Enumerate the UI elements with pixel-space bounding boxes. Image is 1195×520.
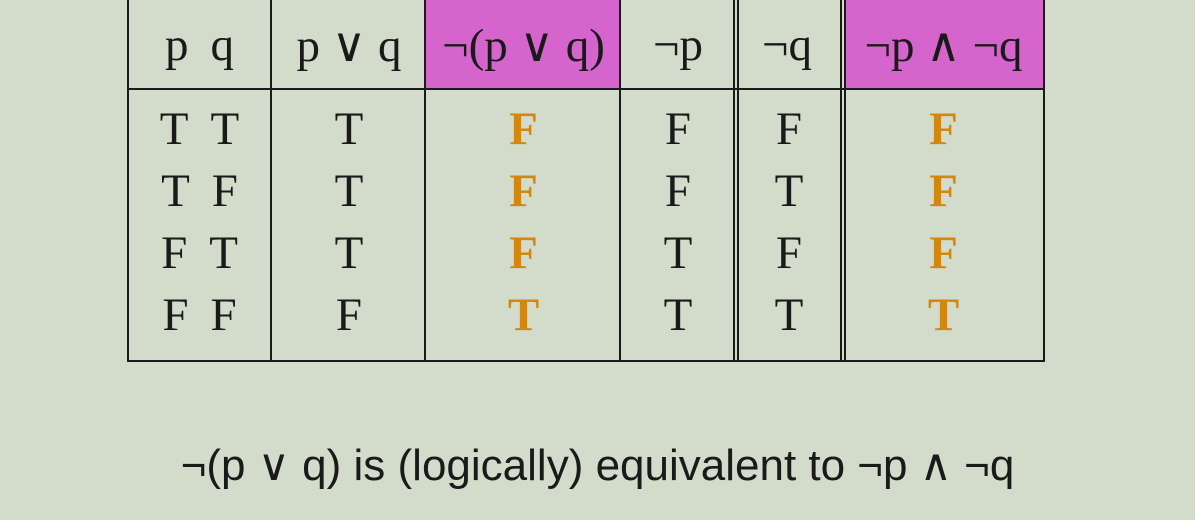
cell-not-p: T (663, 289, 693, 341)
cell-not-p: F (664, 165, 692, 217)
cell-not-q: F (775, 103, 803, 155)
header-not-p-or-q: ¬(p ∨ q) (426, 0, 621, 90)
divider (733, 0, 735, 360)
header-p: p (165, 19, 189, 71)
cell-p-or-q: T (334, 103, 364, 155)
cell-p: F (161, 227, 188, 279)
divider (844, 0, 846, 360)
cell-p-or-q: T (334, 165, 364, 217)
cell-p-or-q: F (335, 289, 363, 341)
cell-q: F (210, 289, 237, 341)
cell-p: T (159, 103, 189, 155)
divider (270, 0, 272, 360)
cell-not-p-or-q: F (509, 103, 538, 155)
divider (737, 0, 739, 360)
cell-not-p-or-q: F (509, 165, 538, 217)
cell-p: T (161, 165, 190, 217)
cell-not-p-or-q: T (507, 289, 540, 341)
cell-not-p: T (663, 227, 693, 279)
header-q: q (210, 19, 235, 71)
cell-q: F (211, 165, 238, 217)
cell-q: T (209, 227, 238, 279)
cell-p: F (162, 289, 189, 341)
divider (619, 0, 621, 360)
cell-not-p-and-not-q: F (929, 227, 958, 279)
equivalence-caption: ¬(p ∨ q) is (logically) equivalent to ¬p… (180, 441, 1015, 490)
header-divider (129, 88, 1043, 90)
cell-not-p-and-not-q: F (929, 165, 958, 217)
cell-not-p: F (664, 103, 692, 155)
cell-not-q: T (774, 289, 804, 341)
cell-p-or-q: T (334, 227, 364, 279)
divider (840, 0, 842, 360)
cell-q: T (210, 103, 240, 155)
header-p-q: p q (129, 0, 270, 90)
cell-not-q: T (774, 165, 804, 217)
cell-not-p-or-q: F (509, 227, 538, 279)
header-not-p-and-not-q: ¬p ∧ ¬q (844, 0, 1043, 90)
cell-not-p-and-not-q: F (929, 103, 958, 155)
cell-not-p-and-not-q: T (927, 289, 960, 341)
cell-not-q: F (775, 227, 803, 279)
header-p-or-q: p ∨ q (296, 19, 402, 72)
header-not-q: ¬q (761, 19, 812, 71)
header-not-p: ¬p (652, 19, 703, 71)
divider (424, 0, 426, 360)
